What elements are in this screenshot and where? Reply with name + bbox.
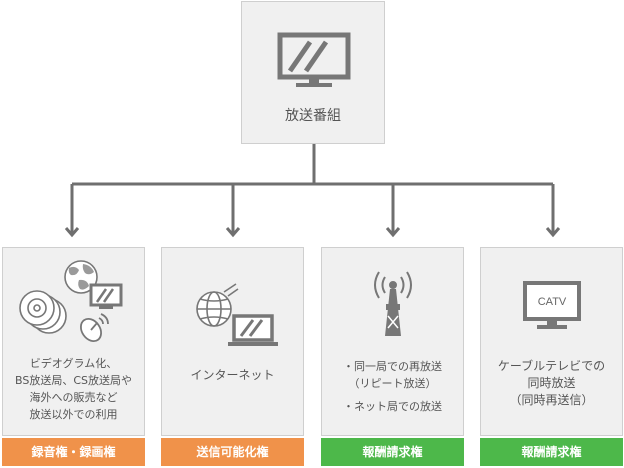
card-1-line: ビデオグラム化、 <box>29 357 118 370</box>
card-3-text: ・同一局での再放送 （リピート放送） ・ネット局での放送 <box>322 358 463 415</box>
card-internet: インターネット <box>161 247 304 436</box>
card-3-line: ・同一局での再放送 <box>343 360 442 373</box>
card-rebroadcast: ・同一局での再放送 （リピート放送） ・ネット局での放送 <box>321 247 464 436</box>
card-1-line: 放送以外での利用 <box>29 408 118 421</box>
laptop-icon <box>228 314 278 346</box>
card-2-line: インターネット <box>190 368 275 382</box>
small-monitor-icon <box>89 283 123 309</box>
card-4-text: ケーブルテレビでの 同時放送 （同時再送信） <box>481 358 622 409</box>
tv-icon-label: CATV <box>538 296 567 308</box>
card-4-line: ケーブルテレビでの <box>497 359 606 373</box>
card-2-text: インターネット <box>162 367 303 384</box>
arrowhead-1 <box>64 227 80 238</box>
card-1-text: ビデオグラム化、 BS放送局、CS放送局や 海外への販売など 放送以外での利用 <box>3 355 144 423</box>
card-catv: CATV ケーブルテレビでの 同時放送 （同時再送信） <box>480 247 623 436</box>
card-1-line: 海外への販売など <box>29 391 118 404</box>
globe-icon <box>196 283 239 327</box>
card-2-icons <box>196 283 278 346</box>
root-label: 放送番組 <box>285 108 341 124</box>
arrowhead-2 <box>225 227 241 238</box>
monitor-icon <box>277 32 351 87</box>
globe-icon <box>64 260 98 294</box>
disc-icon <box>19 290 67 334</box>
right-label-recording: 録音権・録画権 <box>2 438 145 466</box>
card-3-line: （リピート放送） <box>348 377 437 390</box>
arrowhead-3 <box>385 227 401 238</box>
card-1-line: BS放送局、CS放送局や <box>15 374 132 387</box>
tv-icon: CATV <box>523 281 581 329</box>
card-1-icons <box>19 260 123 343</box>
arrowhead-4 <box>545 227 561 238</box>
card-secondary-use: ビデオグラム化、 BS放送局、CS放送局や 海外への販売など 放送以外での利用 <box>2 247 145 436</box>
satellite-dish-icon <box>80 313 109 343</box>
right-label-remuneration: 報酬請求権 <box>321 438 464 466</box>
right-label-remuneration: 報酬請求権 <box>480 438 623 466</box>
root-node-broadcast-program: 放送番組 <box>241 1 385 144</box>
right-label-transmission: 送信可能化権 <box>161 438 304 466</box>
card-4-line: 同時放送 <box>527 376 576 390</box>
broadcast-tower-icon <box>374 271 412 336</box>
card-4-line: （同時再送信） <box>509 393 594 407</box>
card-3-line: ・ネット局での放送 <box>343 400 442 413</box>
